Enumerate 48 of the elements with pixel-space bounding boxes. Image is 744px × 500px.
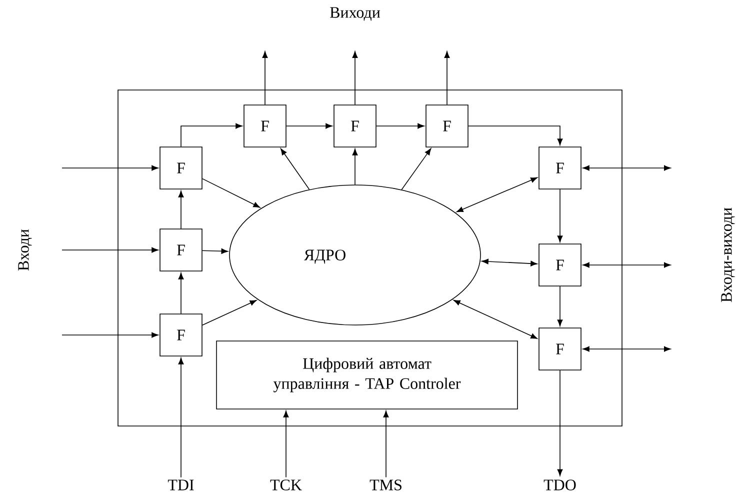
arrow bbox=[286, 123, 332, 129]
arrow bbox=[557, 188, 563, 242]
arrow bbox=[444, 51, 450, 105]
arrow bbox=[468, 126, 563, 146]
signal-name: TCK bbox=[270, 480, 302, 490]
controller-box: Цифровий автомат управління - TAP Controler bbox=[216, 340, 518, 410]
arrow bbox=[557, 286, 563, 326]
arrow bbox=[383, 410, 389, 478]
arrow bbox=[180, 123, 242, 147]
signal-name: TMS bbox=[370, 480, 402, 490]
arrow bbox=[401, 148, 432, 190]
arrow bbox=[62, 332, 158, 338]
cell-box: F bbox=[160, 314, 202, 356]
chip-frame bbox=[118, 90, 622, 426]
arrow bbox=[376, 123, 424, 129]
arrow bbox=[262, 51, 268, 105]
group-label: Входи-виходи bbox=[721, 208, 735, 302]
arrow bbox=[178, 358, 184, 478]
arrow bbox=[582, 165, 671, 171]
signal-name: TDO bbox=[544, 480, 576, 490]
cell-box: F bbox=[244, 104, 286, 148]
arrow bbox=[62, 165, 158, 171]
cell-box: F bbox=[160, 228, 202, 272]
cell-box: F bbox=[538, 244, 582, 286]
arrow bbox=[283, 410, 289, 478]
group-label: Виходи bbox=[330, 7, 380, 21]
cell-box: F bbox=[538, 146, 582, 190]
arrow bbox=[557, 370, 563, 476]
arrow bbox=[62, 247, 158, 253]
arrow bbox=[178, 272, 184, 314]
arrow bbox=[352, 148, 358, 185]
arrow bbox=[582, 346, 671, 352]
arrow bbox=[178, 190, 184, 229]
arrow bbox=[202, 248, 228, 254]
arrow bbox=[456, 177, 538, 212]
arrow bbox=[482, 258, 538, 266]
arrow bbox=[280, 148, 310, 190]
signal-name: TDI bbox=[168, 480, 194, 490]
group-label: Входи bbox=[18, 229, 32, 271]
arrow bbox=[352, 51, 358, 105]
cell-box: F bbox=[538, 328, 582, 370]
arrow bbox=[202, 178, 260, 208]
arrow bbox=[202, 300, 257, 326]
cell-box: F bbox=[160, 146, 202, 190]
arrow bbox=[582, 262, 671, 268]
arrow bbox=[453, 300, 538, 339]
cell-box: F bbox=[426, 104, 468, 148]
cell-box: F bbox=[334, 104, 376, 148]
